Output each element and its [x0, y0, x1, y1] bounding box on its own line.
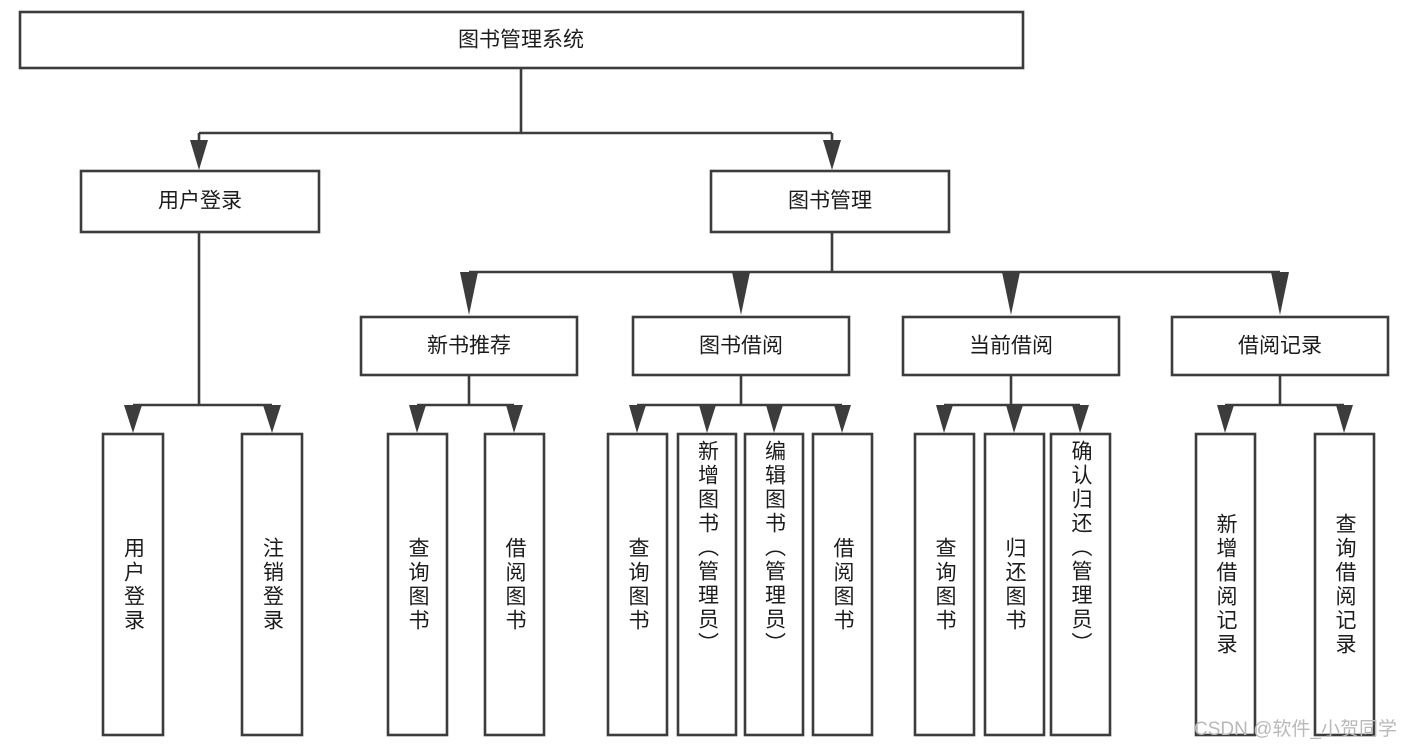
node-book-borrow[interactable]: 图书借阅: [631, 315, 851, 377]
arrow-head-user-login-do: [124, 405, 142, 433]
arrow-head-user-logout: [263, 405, 281, 433]
arrow-head-new-book-recommend: [460, 272, 478, 315]
node-current-borrow[interactable]: 当前借阅: [901, 315, 1121, 377]
node-book-manage-box[interactable]: [709, 169, 951, 234]
node-book-manage[interactable]: 图书管理: [709, 169, 951, 234]
arrow-head-current-borrow: [1002, 272, 1020, 315]
leaf-box-borrow-query-book[interactable]: [606, 432, 669, 737]
leaf-box-record-query[interactable]: [1313, 432, 1376, 737]
node-borrow-record[interactable]: 借阅记录: [1170, 315, 1390, 377]
leaf-box-user-logout[interactable]: [240, 432, 304, 737]
leaf-box-borrow-add-book[interactable]: [676, 432, 738, 737]
leaf-box-recommend-borrow-book[interactable]: [483, 432, 546, 737]
arrow-head-user-login: [190, 140, 208, 170]
node-book-borrow-label: 图书借阅: [699, 335, 783, 358]
leaf-box-current-confirm-return[interactable]: [1049, 432, 1112, 737]
node-book-manage-label: 图书管理: [788, 190, 872, 213]
connector-group-book-manage: [460, 232, 1289, 315]
node-user-login-label: 用户登录: [158, 190, 242, 213]
arrow-head-current-query-book: [936, 405, 953, 433]
leaf-box-borrow-edit-book[interactable]: [743, 432, 805, 737]
node-user-login[interactable]: 用户登录: [79, 169, 321, 234]
leaf-box-record-add[interactable]: [1194, 432, 1257, 737]
arrow-head-recommend-borrow-book: [506, 405, 523, 433]
connector-group-current-borrow: [936, 375, 1089, 433]
arrow-head-current-return-book: [1006, 405, 1023, 433]
arrow-head-borrow-record: [1271, 272, 1289, 315]
node-current-borrow-box[interactable]: [901, 315, 1121, 377]
arrow-head-recommend-query-book: [409, 405, 426, 433]
leaf-box-current-return-book[interactable]: [983, 432, 1046, 737]
leaf-box-user-login-do[interactable]: [101, 432, 165, 737]
node-new-book-recommend[interactable]: 新书推荐: [359, 315, 579, 377]
connector-group-book-borrow: [629, 375, 851, 433]
node-borrow-record-box[interactable]: [1170, 315, 1390, 377]
leaf-box-recommend-query-book[interactable]: [386, 432, 449, 737]
connector-group-root: [190, 68, 841, 170]
connector-group-user-login: [124, 232, 281, 433]
connector-group-new-book-recommend: [409, 375, 523, 433]
arrow-head-borrow-borrow-book: [834, 405, 851, 433]
arrow-head-borrow-edit-book: [766, 405, 783, 433]
arrow-head-borrow-query-book: [629, 405, 646, 433]
arrow-head-book-manage: [823, 140, 841, 170]
node-new-book-recommend-label: 新书推荐: [427, 335, 511, 358]
node-root[interactable]: 图书管理系统: [18, 10, 1025, 70]
csdn-watermark: CSDN @软件_小贺同学: [1194, 719, 1397, 740]
arrow-head-book-borrow: [732, 272, 750, 315]
node-root-box[interactable]: [18, 10, 1025, 70]
leaf-box-borrow-borrow-book[interactable]: [811, 432, 874, 737]
arrow-head-record-query: [1336, 405, 1353, 433]
node-book-borrow-box[interactable]: [631, 315, 851, 377]
arrow-head-record-add: [1217, 405, 1234, 433]
node-current-borrow-label: 当前借阅: [969, 335, 1053, 358]
arrow-head-borrow-add-book: [699, 405, 716, 433]
arrow-head-current-confirm-return: [1072, 405, 1089, 433]
connector-group-borrow-record: [1217, 375, 1353, 433]
node-new-book-recommend-box[interactable]: [359, 315, 579, 377]
leaf-boxes: [101, 432, 1376, 737]
node-borrow-record-label: 借阅记录: [1238, 335, 1322, 358]
leaf-box-current-query-book[interactable]: [913, 432, 976, 737]
node-user-login-box[interactable]: [79, 169, 321, 234]
node-root-label: 图书管理系统: [458, 29, 584, 52]
